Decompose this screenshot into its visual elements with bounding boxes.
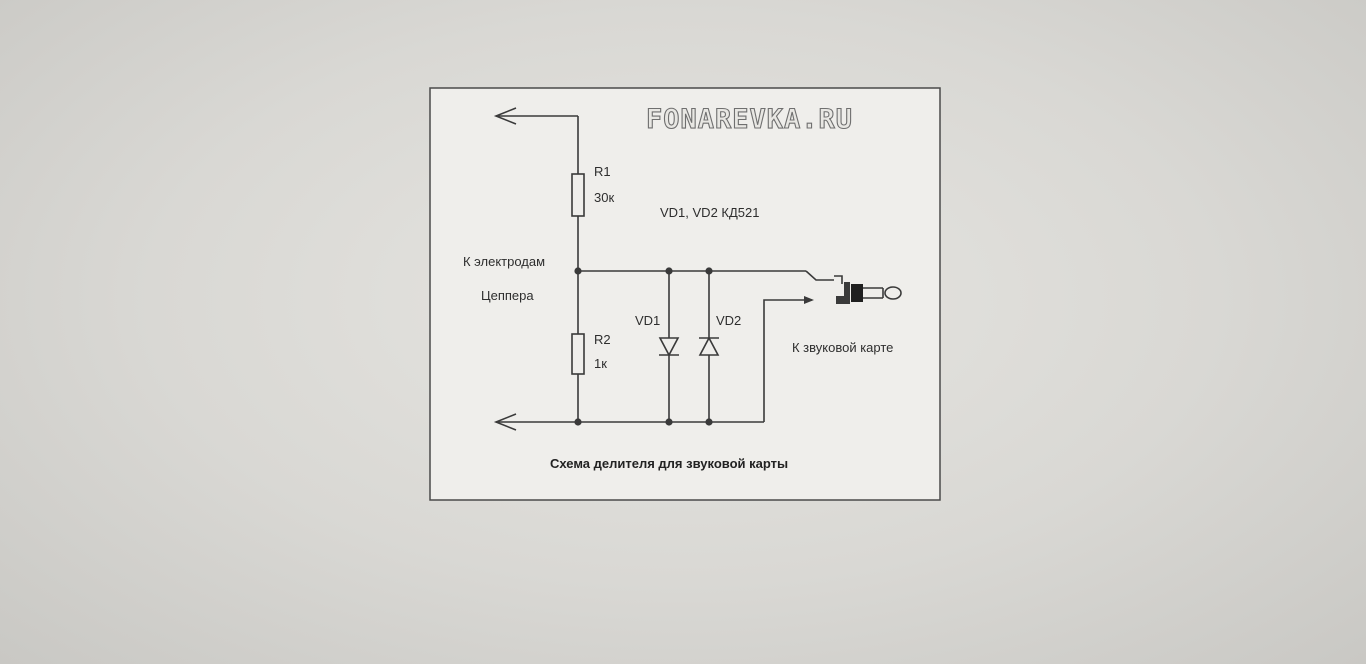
diode-vd1 xyxy=(658,271,680,422)
junction-bottom-vd2 xyxy=(705,418,713,426)
r2-value: 1к xyxy=(594,356,607,371)
diode-vd2 xyxy=(698,271,720,422)
electrodes-label-line2: Цеппера xyxy=(481,288,534,303)
r1-name: R1 xyxy=(594,164,611,179)
electrodes-label-line1: К электродам xyxy=(463,254,545,269)
junction-bottom-vd1 xyxy=(665,418,673,426)
vd1-label: VD1 xyxy=(635,313,660,328)
vd2-label: VD2 xyxy=(716,313,741,328)
r1-value: 30к xyxy=(594,190,614,205)
audio-jack-plug xyxy=(804,275,902,304)
junction-mid-vd1 xyxy=(665,267,673,275)
junction-mid-left xyxy=(574,267,582,275)
top-input-arrow xyxy=(493,107,578,125)
sound-card-label: К звуковой карте xyxy=(792,340,893,355)
wire-to-jack-tip xyxy=(805,270,834,281)
watermark: FONAREVKA.RU xyxy=(646,104,853,135)
r2-name: R2 xyxy=(594,332,611,347)
diagram-caption: Схема делителя для звуковой карты xyxy=(550,456,788,471)
wire-to-jack-sleeve xyxy=(763,299,812,422)
diode-spec-label: VD1, VD2 КД521 xyxy=(660,205,759,220)
bottom-input-arrow xyxy=(493,413,764,431)
junction-mid-vd2 xyxy=(705,267,713,275)
junction-bottom-left xyxy=(574,418,582,426)
